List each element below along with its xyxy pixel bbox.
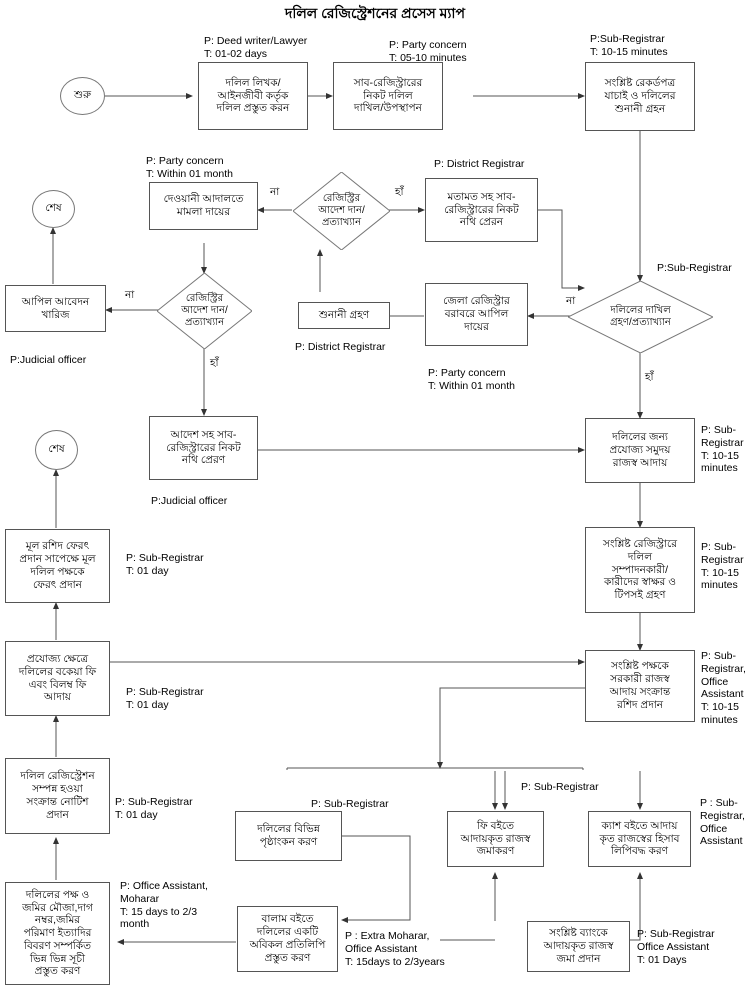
annotation-civil-court-case: P: Party concern T: Within 01 month (146, 155, 233, 180)
annotation-balam-book-copy: P : Extra Moharar, Office Assistant T: 1… (345, 930, 445, 968)
node-collect-revenue: দলিলের জন্য প্রযোজ্য সমুদয় রাজস্ব আদায় (585, 418, 695, 483)
node-end-1: শেষ (32, 190, 75, 228)
node-fee-book-entry: ফি বইতে আদায়কৃত রাজস্ব জমাকরণ (447, 811, 544, 867)
annotation-signature-thumbprint: P: Sub- Registrar T: 10-15 minutes (701, 541, 744, 592)
annotation-collect-revenue: P: Sub- Registrar T: 10-15 minutes (701, 424, 744, 475)
annotation-verification: P:Sub-Registrar T: 10-15 minutes (590, 33, 668, 58)
annotation-send-file-with-opinion: P: District Registrar (434, 158, 525, 170)
node-civil-court-case: দেওয়ানী আদালতে মামলা দায়ের (149, 182, 258, 230)
node-registration-complete-notice: দলিল রেজিস্ট্রেশন সম্পন্ন হওয়া সংক্রান্… (5, 758, 110, 834)
edge-label-d2-no: না (270, 186, 280, 198)
annotation-send-file-with-order: P:Judicial officer (151, 495, 228, 507)
node-return-original-deed: মূল রশিদ ফেরৎ প্রদান সাপেক্ষে মূল দলিল প… (5, 529, 110, 603)
annotation-hearing: P: District Registrar (295, 341, 386, 353)
page-title: দলিল রেজিস্ট্রেশনের প্রসেস ম্যাপ (285, 5, 465, 21)
annotation-page-endorsement: P: Sub-Registrar (311, 798, 389, 810)
node-start-label: শুরু (73, 88, 92, 101)
node-signature-and-thumbprint: সংশ্লিষ্ট রেজিস্ট্রারে দলিল সম্পাদনকারী/… (585, 527, 695, 613)
decision-registry-order-or-reject-1: রেজিস্ট্রির আদেশ দান/ প্রত্যাখ্যান (293, 172, 390, 250)
decision-accept-or-reject-submission: দলিলের দাখিল গ্রহণ/প্রত্যাখ্যান (568, 281, 713, 353)
node-start: শুরু (60, 77, 105, 115)
node-submit-to-subregistrar: সাব-রেজিস্ট্রারের নিকট দলিল দাখিল/উপস্থা… (333, 62, 443, 130)
annotation-fee-book: P: Sub-Registrar (521, 781, 599, 793)
node-cash-book-entry: ক্যাশ বইতে আদায় কৃত রাজস্বের হিসাব লিপি… (588, 811, 691, 867)
edge-label-d3-yes: হাঁ (210, 357, 219, 369)
node-collect-arrear-and-late-fee: প্রযোজ্য ক্ষেত্রে দলিলের বকেয়া ফি এবং ব… (5, 641, 110, 716)
node-end-2: শেষ (35, 430, 78, 470)
annotation-submission: P: Party concern T: 05-10 minutes (389, 39, 467, 64)
node-appeal-to-district-registrar: জেলা রেজিস্ট্রার বরাবরে আপিল দায়ের (425, 283, 528, 346)
annotation-decision-submission: P:Sub-Registrar (657, 262, 732, 274)
node-appeal-dismissed: আপিল আবেদন খারিজ (5, 285, 106, 332)
node-send-file-with-opinion: মতামত সহ সাব- রেজিস্ট্রারের নিকট নথি প্র… (425, 178, 538, 242)
node-send-file-with-order: আদেশ সহ সাব- রেজিস্ট্রারের নিকট নথি প্রে… (149, 416, 258, 480)
node-record-verification-hearing: সংশ্লিষ্ট রেকর্ডপত্র যাচাই ও দলিলের শুনা… (585, 62, 695, 131)
annotation-return-original-deed: P: Sub-Registrar T: 01 day (126, 552, 204, 577)
edge-label-d1-yes: হাঁ (645, 371, 654, 383)
edge-label-d3-no: না (125, 289, 135, 301)
annotation-appeal-dismissed: P:Judicial officer (10, 354, 87, 366)
node-deed-preparation: দলিল লিখক/ আইনজীবী কর্তৃক দলিল প্রস্তুত … (198, 62, 308, 130)
annotation-prepare-indexes: P: Office Assistant, Moharar T: 15 days … (120, 880, 208, 931)
node-balam-book-copy: বালাম বইতে দলিলের একটি অবিকল প্রতিলিপি প… (237, 906, 338, 972)
annotation-arrear-late-fee: P: Sub-Registrar T: 01 day (126, 686, 204, 711)
annotation-bank-deposit: P: Sub-Registrar Office Assistant T: 01 … (637, 928, 715, 966)
edge-label-d2-yes: হাঁ (395, 186, 404, 198)
annotation-appeal-to-district-registrar: P: Party concern T: Within 01 month (428, 367, 515, 392)
annotation-deed-preparation: P: Deed writer/Lawyer T: 01-02 days (204, 35, 308, 60)
node-page-endorsement: দলিলের বিভিন্ন পৃষ্ঠাংকন করণ (235, 811, 342, 861)
node-hearing: শুনানী গ্রহণ (298, 302, 390, 329)
edge-label-d1-no: না (566, 295, 576, 307)
annotation-revenue-receipt: P: Sub- Registrar, Office Assistant T: 1… (701, 650, 746, 726)
node-bank-deposit: সংশ্লিষ্ট ব্যাংকে আদায়কৃত রাজস্ব জমা প্… (527, 921, 630, 972)
annotation-cash-book: P : Sub- Registrar, Office Assistant (700, 797, 745, 848)
decision-registry-order-or-reject-2: রেজিস্ট্রির আদেশ দান/ প্রত্যাখ্যান (157, 273, 252, 349)
node-issue-revenue-receipt: সংশ্লিষ্ট পক্ষকে সরকারী রাজস্ব আদায় সংক… (585, 650, 695, 722)
node-prepare-indexes: দলিলের পক্ষ ও জমির মৌজা,দাগ নম্বর,জমির প… (5, 882, 110, 985)
annotation-registration-notice: P: Sub-Registrar T: 01 day (115, 796, 193, 821)
